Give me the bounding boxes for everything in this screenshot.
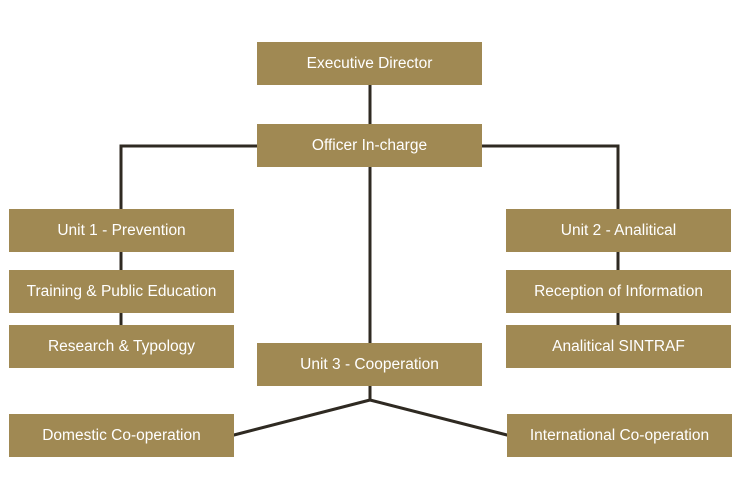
officer-in-charge-label: Officer In-charge bbox=[311, 136, 428, 154]
unit1-prevention-box: Unit 1 - Prevention bbox=[9, 209, 234, 252]
executive-director-label: Executive Director bbox=[306, 54, 433, 72]
domestic-cooperation-box: Domestic Co-operation bbox=[9, 414, 234, 457]
training-public-education-label: Training & Public Education bbox=[26, 282, 217, 300]
unit1-title: Unit 1 - Prevention bbox=[57, 221, 186, 239]
international-cooperation-box: International Co-operation bbox=[507, 414, 732, 457]
connector-unit3-to-domestic bbox=[232, 398, 372, 437]
unit3-cooperation-box: Unit 3 - Cooperation bbox=[257, 343, 482, 386]
officer-in-charge-box: Officer In-charge bbox=[257, 124, 482, 167]
international-cooperation-label: International Co-operation bbox=[529, 426, 710, 444]
unit3-title: Unit 3 - Cooperation bbox=[300, 355, 439, 373]
domestic-cooperation-label: Domestic Co-operation bbox=[42, 426, 201, 444]
analitical-sintraf-label: Analitical SINTRAF bbox=[552, 337, 685, 355]
training-public-education-box: Training & Public Education bbox=[9, 270, 234, 313]
research-typology-label: Research & Typology bbox=[47, 337, 196, 355]
reception-of-information-label: Reception of Information bbox=[534, 282, 703, 300]
unit2-title: Unit 2 - Analitical bbox=[560, 221, 677, 239]
unit2-analitical-box: Unit 2 - Analitical bbox=[506, 209, 731, 252]
reception-of-information-box: Reception of Information bbox=[506, 270, 731, 313]
research-typology-box: Research & Typology bbox=[9, 325, 234, 368]
connector-unit3-to-international bbox=[368, 398, 509, 437]
connector-oic-to-unit1 bbox=[119, 144, 259, 211]
connector-oic-to-unit2 bbox=[480, 144, 620, 211]
executive-director-box: Executive Director bbox=[257, 42, 482, 85]
analitical-sintraf-box: Analitical SINTRAF bbox=[506, 325, 731, 368]
